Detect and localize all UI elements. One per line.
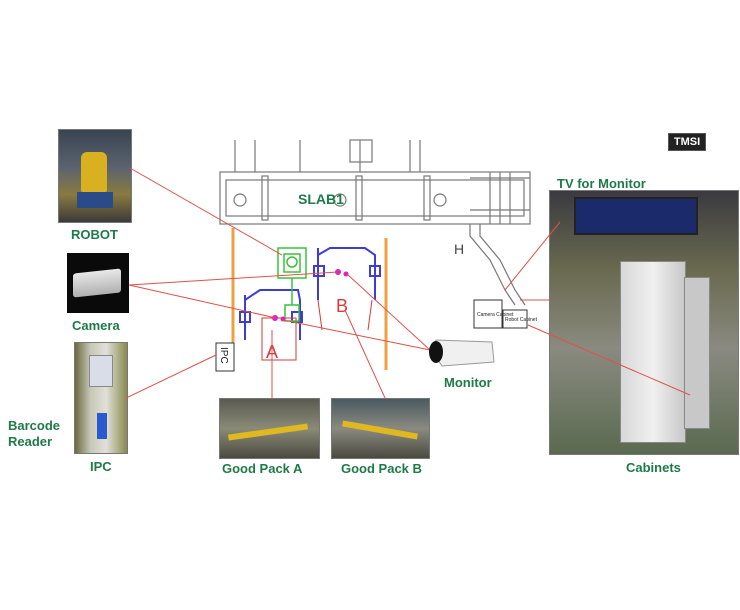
- cabinets-label: Cabinets: [626, 460, 681, 475]
- robot-base-shape: [77, 192, 113, 208]
- ipc-screen-shape: [89, 355, 113, 387]
- cabinet-panel-shape: [684, 277, 710, 429]
- area-outlines: [261, 299, 373, 361]
- pack-area-b: [313, 247, 381, 300]
- tv-screen-shape: [574, 197, 698, 235]
- cabinet-body-shape: [620, 261, 686, 443]
- cabinet-box-1-label: Camera Cabinet: [477, 312, 514, 318]
- monitor-label: Monitor: [444, 375, 492, 390]
- ipc-photo: [74, 342, 128, 454]
- cabinet-boxes: [473, 299, 528, 329]
- line-label: SLAB1: [298, 191, 344, 207]
- bullet-camera-photo: [429, 339, 495, 367]
- camera-label: Camera: [72, 318, 120, 333]
- orange-rails: [231, 228, 388, 370]
- ipc-box: [215, 342, 235, 372]
- leader-lines: [125, 167, 691, 399]
- tmsi-logo: TMSI: [668, 133, 706, 151]
- ipc-blue-device: [97, 413, 107, 439]
- ipc-box-label: IPC: [218, 347, 229, 364]
- h-marker: H: [454, 241, 464, 257]
- tv-for-monitor-label: TV for Monitor: [557, 176, 646, 191]
- pack-area-a: [239, 289, 303, 340]
- robot-outline: [277, 247, 307, 322]
- robot-photo: [58, 129, 132, 223]
- camera-photo: [67, 253, 129, 313]
- good-pack-b-photo: [331, 398, 430, 459]
- cabinet-box-2-label: Robot Cabinet: [505, 317, 538, 323]
- robot-arm-shape: [81, 152, 107, 192]
- conveyor-line: [219, 139, 531, 306]
- good-pack-b-label: Good Pack B: [341, 461, 422, 476]
- ipc-label: IPC: [90, 459, 112, 474]
- good-pack-a-label: Good Pack A: [222, 461, 303, 476]
- cabinets-photo: [549, 190, 739, 455]
- barcode-reader-label: Barcode Reader: [8, 418, 61, 449]
- good-pack-a-photo: [219, 398, 320, 459]
- robot-label: ROBOT: [71, 227, 118, 242]
